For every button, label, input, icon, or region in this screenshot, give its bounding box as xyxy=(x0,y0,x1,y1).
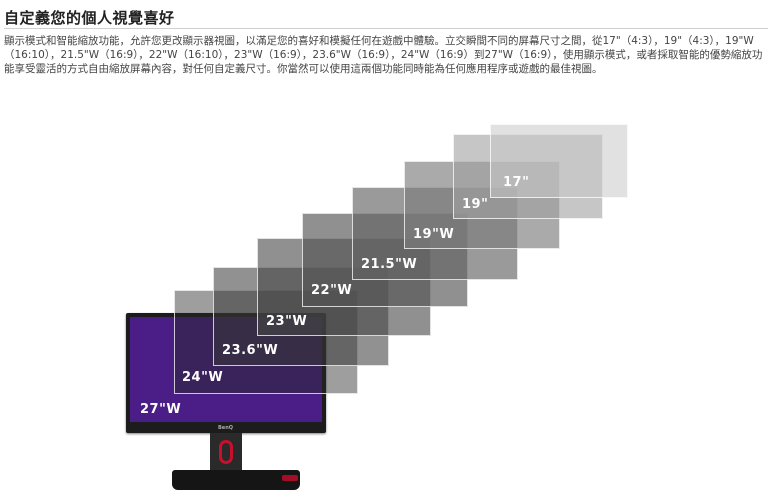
monitor-stand-base xyxy=(172,470,300,490)
title-divider xyxy=(4,28,768,29)
page-title: 自定義您的個人視覺喜好 xyxy=(4,9,175,27)
size-label-23-6w: 23.6"W xyxy=(222,343,279,358)
size-label-19: 19" xyxy=(462,197,489,212)
description-text: 顯示模式和智能縮放功能，允許您更改顯示器視圖，以滿足您的喜好和模擬任何在遊戲中體… xyxy=(4,35,763,75)
size-label-27w: 27"W xyxy=(140,402,182,417)
monitor-stand-ring xyxy=(219,440,233,464)
monitor-base-accent xyxy=(282,475,298,481)
size-label-22w: 22"W xyxy=(311,283,353,298)
monitor-brand-logo: BenQ xyxy=(218,425,234,431)
size-label-19w: 19"W xyxy=(413,227,455,242)
size-label-24w: 24"W xyxy=(182,370,224,385)
size-label-17: 17" xyxy=(503,175,530,190)
size-label-23w: 23"W xyxy=(266,314,308,329)
size-box-17 xyxy=(490,124,628,198)
size-label-21-5w: 21.5"W xyxy=(361,257,418,272)
